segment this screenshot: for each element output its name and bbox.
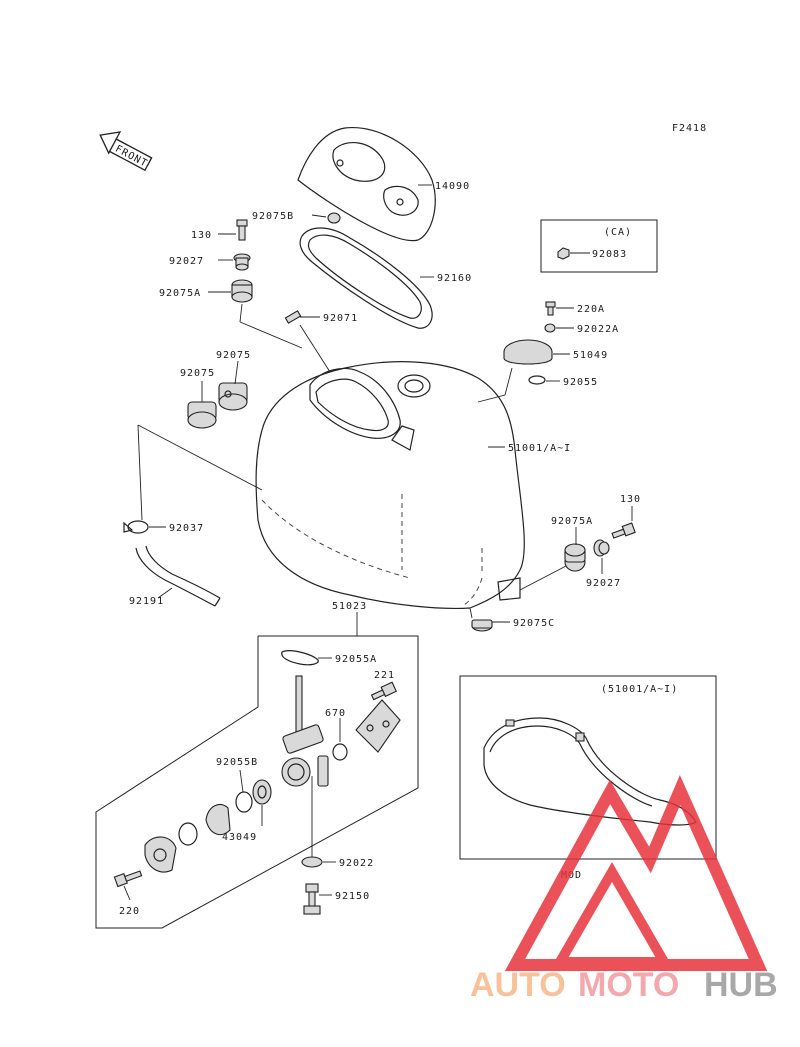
inset-ca-label: (CA) xyxy=(604,227,632,238)
label-51023: 51023 xyxy=(332,601,367,612)
label-92075-b: 92075 xyxy=(216,350,251,361)
washer-92022 xyxy=(301,856,323,868)
inset-ca-frame xyxy=(540,219,658,273)
front-arrow-icon: FRONT xyxy=(99,131,153,172)
bolt-130 xyxy=(236,219,248,241)
figure-code: F2418 xyxy=(672,123,707,134)
inset-model-frame xyxy=(459,675,717,860)
label-92075A-a: 92075A xyxy=(159,288,201,299)
damper-92075-left xyxy=(187,401,217,429)
label-92037: 92037 xyxy=(169,523,204,534)
inset-model-label: (51001/A~I) xyxy=(601,684,678,695)
damper-92075A-right xyxy=(564,543,586,572)
fuel-cock-frame xyxy=(95,635,419,929)
label-92075C: 92075C xyxy=(513,618,555,629)
lever-knob xyxy=(205,803,231,836)
screw-220A xyxy=(545,301,556,316)
collar-92027 xyxy=(233,253,251,271)
label-220: 220 xyxy=(119,906,140,917)
label-92160: 92160 xyxy=(437,273,472,284)
label-130-b: 130 xyxy=(620,494,641,505)
label-670: 670 xyxy=(325,708,346,719)
label-92075-a: 92075 xyxy=(180,368,215,379)
watermark-moto: MOTO xyxy=(578,966,679,1004)
oring-92055 xyxy=(528,375,546,385)
label-92055B: 92055B xyxy=(216,757,258,768)
oring-92055B xyxy=(235,791,253,813)
washer-92022A xyxy=(544,323,556,333)
collar-92027-right xyxy=(593,539,610,557)
hose-92191 xyxy=(135,545,221,607)
inset-model-note: MOD xyxy=(561,870,582,881)
label-92075B: 92075B xyxy=(252,211,294,222)
label-92083: 92083 xyxy=(592,249,627,260)
label-92071: 92071 xyxy=(323,313,358,324)
damper-92075A xyxy=(231,279,253,303)
label-14090: 14090 xyxy=(435,181,470,192)
label-92055A: 92055A xyxy=(335,654,377,665)
meter-cover-14090 xyxy=(297,127,436,242)
label-92191: 92191 xyxy=(129,596,164,607)
watermark-logo: AUTO MOTO HUB xyxy=(470,775,778,1004)
label-51049: 51049 xyxy=(573,350,608,361)
damper-92075-right xyxy=(218,382,248,411)
fuel-cap-51049 xyxy=(503,339,553,365)
label-221: 221 xyxy=(374,670,395,681)
ring-seal xyxy=(178,822,198,846)
clamp-92037 xyxy=(123,520,149,534)
grommet-92075B xyxy=(327,212,341,224)
gasket-92055A xyxy=(281,650,319,666)
fuel-tank-51001 xyxy=(255,361,525,619)
label-92075A-b: 92075A xyxy=(551,516,593,527)
screw-221 xyxy=(370,681,398,701)
oring-670 xyxy=(332,743,348,761)
label-220A: 220A xyxy=(577,304,605,315)
label-43049: 43049 xyxy=(222,832,257,843)
label-92055: 92055 xyxy=(563,377,598,388)
label-92027-b: 92027 xyxy=(586,578,621,589)
tank-profile-mod xyxy=(483,717,697,826)
cock-plate xyxy=(355,699,401,753)
gasket-92160 xyxy=(299,227,433,329)
bolt-130-right xyxy=(611,522,636,539)
label-51001: 51001/A~I xyxy=(508,443,571,454)
nut-92083 xyxy=(557,247,570,260)
label-92022A: 92022A xyxy=(577,324,619,335)
watermark-auto: AUTO xyxy=(470,966,566,1004)
label-92150: 92150 xyxy=(335,891,370,902)
label-92022: 92022 xyxy=(339,858,374,869)
grommet-92075C xyxy=(471,619,493,632)
watermark-hub: HUB xyxy=(704,966,778,1004)
label-92027-a: 92027 xyxy=(169,256,204,267)
bolt-92150 xyxy=(303,883,321,915)
filter-43049 xyxy=(252,779,272,805)
fuel-cock-body xyxy=(281,675,329,860)
cock-lever-plate xyxy=(144,836,177,873)
label-130-a: 130 xyxy=(191,230,212,241)
clip-92071 xyxy=(284,310,302,324)
bolt-220 xyxy=(113,870,143,888)
